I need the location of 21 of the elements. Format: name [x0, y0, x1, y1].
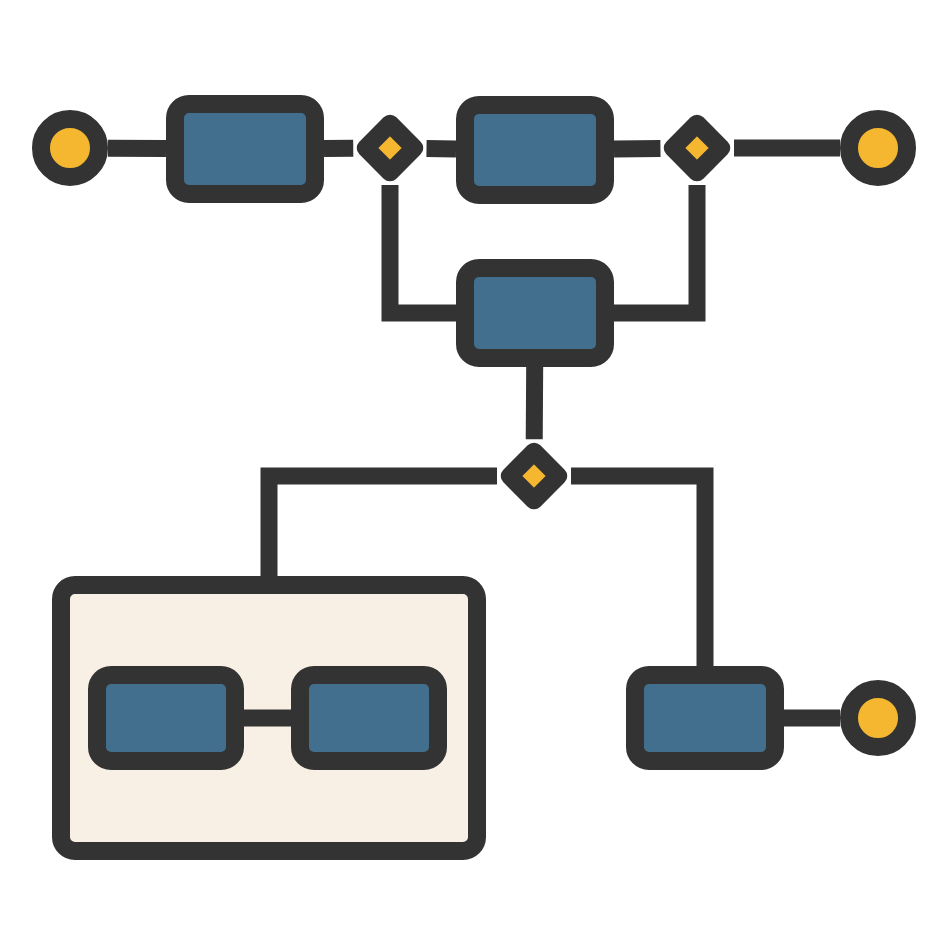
process-box — [166, 95, 324, 203]
connector-line — [260, 467, 497, 576]
process-box — [88, 666, 244, 770]
connector-line — [613, 139, 661, 158]
process-box — [626, 666, 784, 770]
decision-diamond — [663, 114, 731, 182]
connector-line — [244, 709, 291, 727]
terminal-circle — [840, 680, 916, 756]
connector-line — [525, 366, 544, 440]
process-box — [456, 259, 614, 367]
terminal-circle — [840, 110, 916, 186]
connector-line — [107, 139, 167, 158]
process-box — [456, 96, 614, 204]
connector-line — [614, 185, 706, 322]
decision-diamond — [500, 442, 568, 510]
connector-line — [426, 140, 457, 158]
connector-line — [323, 139, 354, 157]
process-box — [291, 666, 447, 770]
terminal-circle — [32, 110, 108, 186]
decision-diamond — [356, 114, 424, 182]
connector-line — [571, 467, 714, 666]
